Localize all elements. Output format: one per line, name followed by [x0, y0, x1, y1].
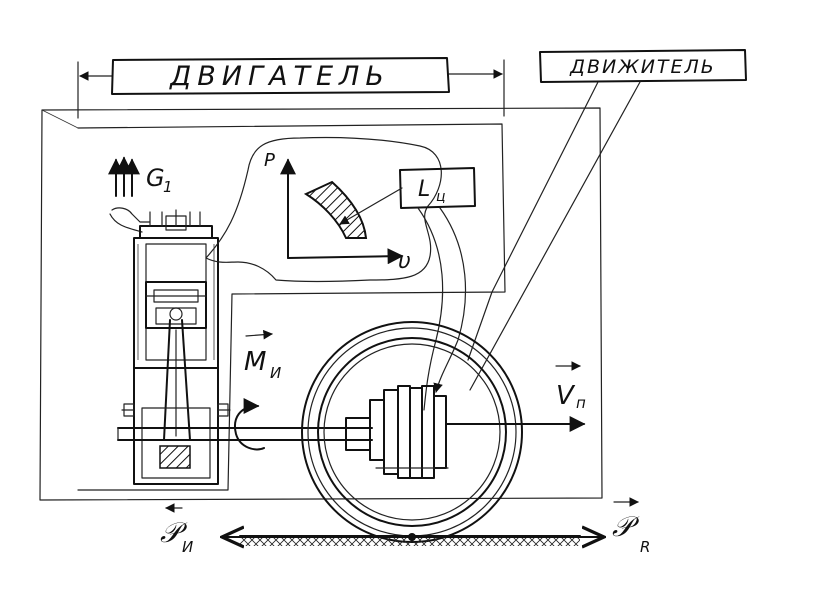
force-left-subscript: И — [182, 538, 193, 556]
pv-loop-area — [303, 180, 368, 239]
propulsor-leader-2 — [469, 81, 641, 391]
propulsor-leader-1 — [467, 81, 599, 361]
force-arrows: 𝒫 И 𝒫 R — [160, 497, 650, 556]
ground — [239, 533, 581, 546]
outer-frame — [39, 107, 603, 501]
engine-label: ДВИГАТЕЛЬ — [169, 61, 390, 92]
fuel-flow-subscript: 1 — [163, 178, 173, 196]
torque-subscript: И — [270, 364, 281, 382]
fuel-flow-label: G — [146, 164, 165, 192]
engine-label-box: ДВИГАТЕЛЬ — [111, 57, 450, 95]
torque-label: M — [244, 347, 266, 377]
velocity-arrow: V п — [445, 361, 586, 432]
indicator-box-label: L — [418, 177, 430, 202]
pv-v-axis-label: υ — [398, 249, 411, 274]
drive-shaft — [117, 399, 385, 461]
fuel-flow-arrows: G 1 — [108, 156, 173, 197]
velocity-subscript: п — [576, 394, 586, 412]
force-right-label: 𝒫 — [612, 510, 640, 543]
force-right-subscript: R — [640, 538, 650, 556]
engine-dimension-line — [77, 59, 505, 119]
indicator-box: L ц — [339, 167, 476, 411]
indicator-diagram: P υ — [205, 136, 442, 283]
propulsor-label: ДВИЖИТЕЛЬ — [569, 56, 716, 78]
indicator-box-subscript: ц — [436, 189, 446, 205]
engine-cylinder — [109, 207, 231, 485]
pv-p-axis-label: P — [264, 150, 275, 171]
torque-arrow: M И — [234, 329, 281, 451]
propulsor-label-box: ДВИЖИТЕЛЬ — [539, 49, 747, 83]
velocity-label: V — [556, 381, 576, 411]
